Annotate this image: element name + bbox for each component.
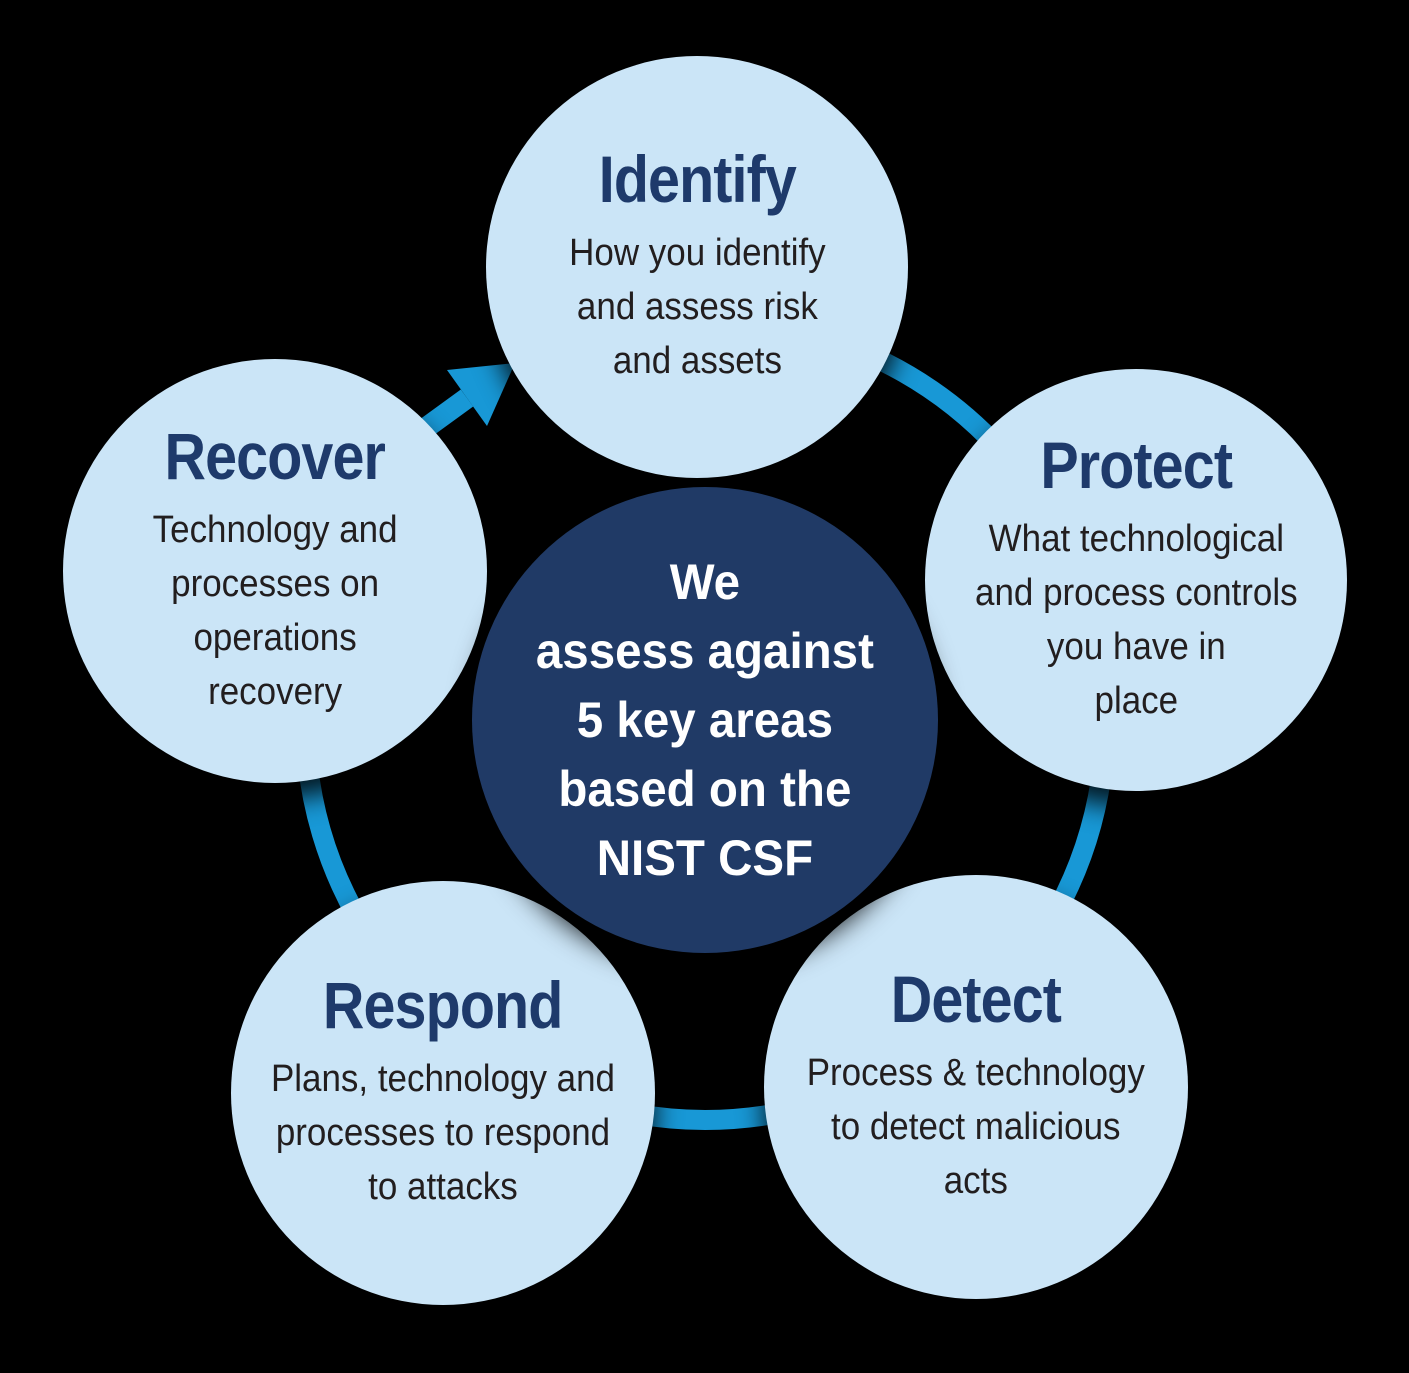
center-circle-text: We assess against 5 key areas based on t… [535, 553, 874, 886]
node-protect-title: Protect [1040, 428, 1233, 503]
node-recover: Recover Technology and processes on oper… [63, 359, 487, 783]
node-detect-title: Detect [890, 962, 1062, 1037]
node-detect-description: Process & technology to detect malicious… [806, 1051, 1146, 1202]
node-recover-description: Technology and processes on operations r… [152, 508, 398, 713]
node-protect-description: What technological and process controls … [974, 517, 1298, 722]
node-respond: Respond Plans, technology and processes … [231, 881, 655, 1305]
arrowhead-icon [447, 363, 515, 426]
node-identify-description: How you identify and assess risk and ass… [568, 231, 826, 382]
node-protect: Protect What technological and process c… [925, 369, 1347, 791]
node-respond-description: Plans, technology and processes to respo… [270, 1057, 616, 1208]
center-circle: We assess against 5 key areas based on t… [472, 487, 938, 953]
node-identify-title: Identify [598, 142, 796, 217]
node-identify: Identify How you identify and assess ris… [486, 56, 908, 478]
node-recover-title: Recover [164, 419, 386, 494]
node-detect: Detect Process & technology to detect ma… [764, 875, 1188, 1299]
node-respond-title: Respond [323, 968, 563, 1043]
